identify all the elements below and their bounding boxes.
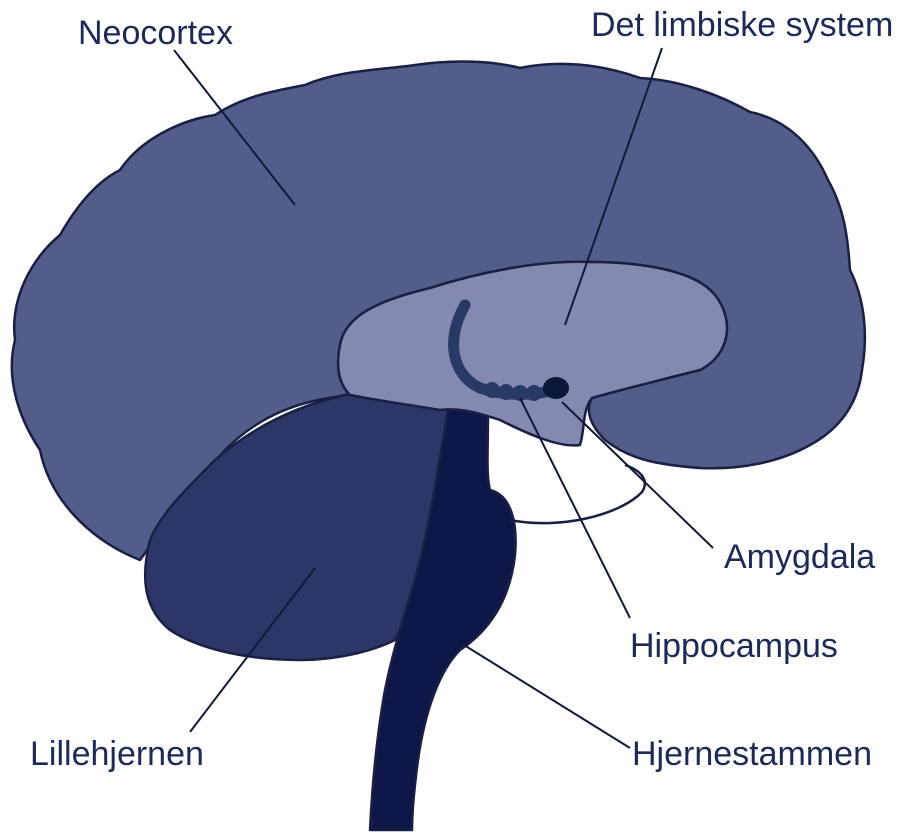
cerebellum-label: Lillehjernen (30, 735, 204, 773)
hippocampus-label: Hippocampus (630, 627, 838, 665)
brainstem-label: Hjernestammen (632, 735, 872, 773)
amygdala-region (543, 377, 569, 399)
neocortex-label: Neocortex (78, 14, 233, 52)
limbic-system-label: Det limbiske system (591, 6, 893, 44)
amygdala-label: Amygdala (724, 538, 875, 576)
hippocampus-segment (484, 382, 500, 398)
brainstem-leader (456, 640, 630, 748)
hippocampus-segment (526, 385, 542, 401)
hippocampus-segment (498, 384, 514, 400)
